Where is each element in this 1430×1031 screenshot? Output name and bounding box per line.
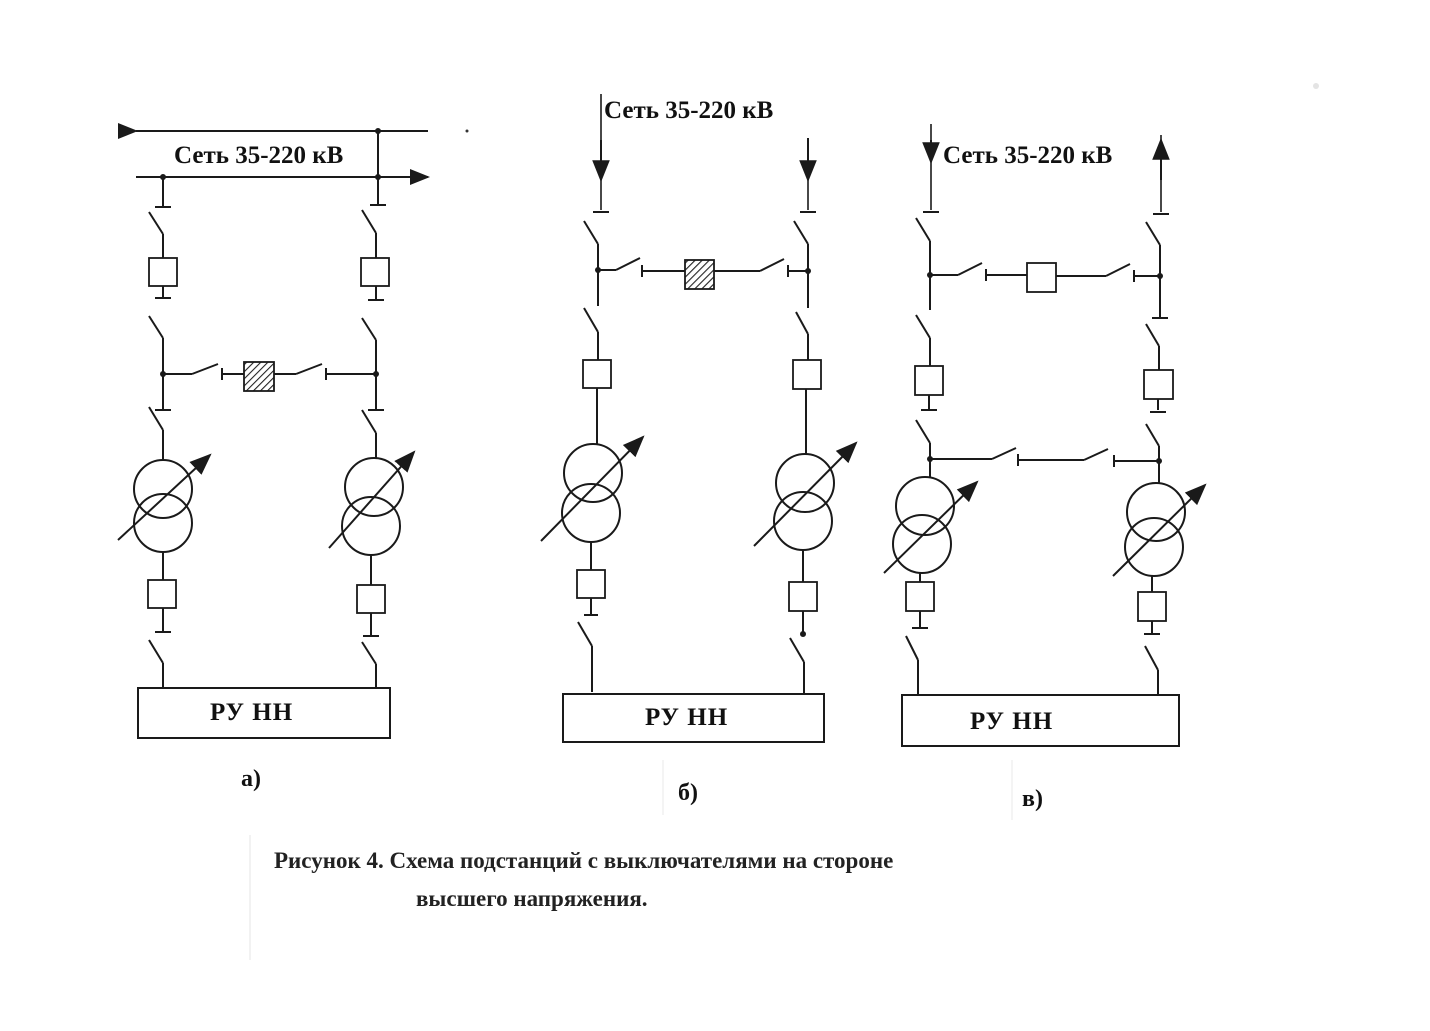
circuit-breaker xyxy=(792,359,822,390)
sublabel-a: а) xyxy=(241,766,261,792)
disconnector xyxy=(1145,423,1160,447)
bridge-breaker xyxy=(1026,262,1057,293)
lv-switchgear-box xyxy=(562,693,825,743)
caption-line-2: высшего напряжения. xyxy=(416,886,648,911)
bridge-disconnector xyxy=(615,257,641,271)
disconnector xyxy=(795,311,809,335)
bridge-disconnector xyxy=(991,447,1017,460)
transformer xyxy=(328,450,416,556)
disconnector xyxy=(793,220,809,245)
bridge-disconnector xyxy=(957,262,983,276)
bridge-disconnector xyxy=(1105,263,1131,277)
lv-switchgear-box xyxy=(137,687,391,739)
bridge-breaker-hatched xyxy=(243,361,275,392)
lv-switchgear-box xyxy=(901,694,1180,747)
disconnector xyxy=(361,317,377,341)
circuit-breaker xyxy=(576,569,606,599)
transformer xyxy=(117,453,212,553)
transformer xyxy=(1112,482,1207,577)
lv-switchgear-label-a: РУ НН xyxy=(210,699,293,726)
disconnector xyxy=(577,621,593,647)
circuit-breaker xyxy=(360,257,390,287)
disconnector xyxy=(148,315,164,339)
disconnector xyxy=(789,637,805,663)
lv-switchgear-label-v: РУ НН xyxy=(970,708,1053,735)
disconnector xyxy=(915,314,931,339)
disconnector xyxy=(1145,323,1160,347)
disconnector xyxy=(915,217,931,242)
caption-line-1: Рисунок 4. Схема подстанций с выключател… xyxy=(274,848,894,873)
disconnector xyxy=(361,641,377,665)
sublabel-b: б) xyxy=(678,780,698,806)
disconnector xyxy=(148,211,164,235)
scheme-b: Сеть 35-220 кВ xyxy=(540,94,858,806)
bridge-breaker-hatched xyxy=(684,259,715,290)
circuit-breaker xyxy=(905,581,935,612)
bridge-disconnector xyxy=(295,363,323,375)
circuit-breaker xyxy=(582,359,612,389)
scheme-a: Сеть 35-220 кВ xyxy=(117,123,430,792)
transformer xyxy=(753,441,858,551)
circuit-breaker xyxy=(914,365,944,396)
lv-switchgear-label-b: РУ НН xyxy=(645,704,728,731)
bridge-disconnector xyxy=(1083,448,1109,461)
disconnector xyxy=(583,220,599,245)
circuit-breaker xyxy=(788,581,818,612)
bridge-disconnector xyxy=(191,363,219,375)
circuit-breaker xyxy=(356,584,386,614)
network-label-a: Сеть 35-220 кВ xyxy=(174,142,343,169)
sublabel-v: в) xyxy=(1022,786,1043,812)
disconnector xyxy=(361,409,377,434)
disconnector xyxy=(361,209,377,234)
circuit-breaker xyxy=(1137,591,1167,622)
circuit-breaker xyxy=(1143,369,1174,400)
scheme-v: Сеть 35-220 кВ xyxy=(883,124,1207,812)
disconnector xyxy=(1144,645,1159,671)
disconnector xyxy=(148,639,164,664)
circuit-breaker xyxy=(147,579,177,609)
disconnector xyxy=(1145,221,1161,246)
network-label-b: Сеть 35-220 кВ xyxy=(604,97,773,124)
disconnector xyxy=(583,307,599,333)
bridge-disconnector xyxy=(759,258,785,272)
disconnector xyxy=(148,406,164,431)
network-label-v: Сеть 35-220 кВ xyxy=(943,142,1112,169)
transformer xyxy=(883,476,979,574)
disconnector xyxy=(915,419,931,444)
transformer xyxy=(540,435,645,543)
circuit-breaker xyxy=(148,257,178,287)
disconnector xyxy=(905,635,919,661)
